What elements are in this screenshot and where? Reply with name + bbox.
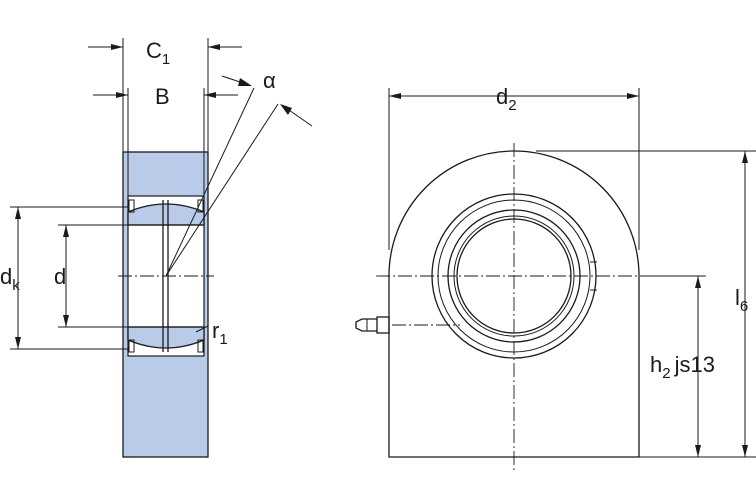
section-view xyxy=(10,38,313,458)
label-b: B xyxy=(155,84,170,109)
inner-ring-top xyxy=(127,203,205,226)
label-r1: r1 xyxy=(212,318,228,348)
grease-nipple-icon xyxy=(355,316,390,334)
label-alpha: α xyxy=(263,68,276,93)
label-l6: l6 xyxy=(735,285,748,315)
label-c1: C1 xyxy=(146,38,170,68)
housing-outline xyxy=(388,150,640,458)
label-d: d xyxy=(54,264,66,289)
inner-ring-bottom xyxy=(127,326,205,349)
label-d2: d2 xyxy=(496,84,517,114)
label-dk: dk xyxy=(0,264,20,294)
front-view xyxy=(355,88,756,470)
